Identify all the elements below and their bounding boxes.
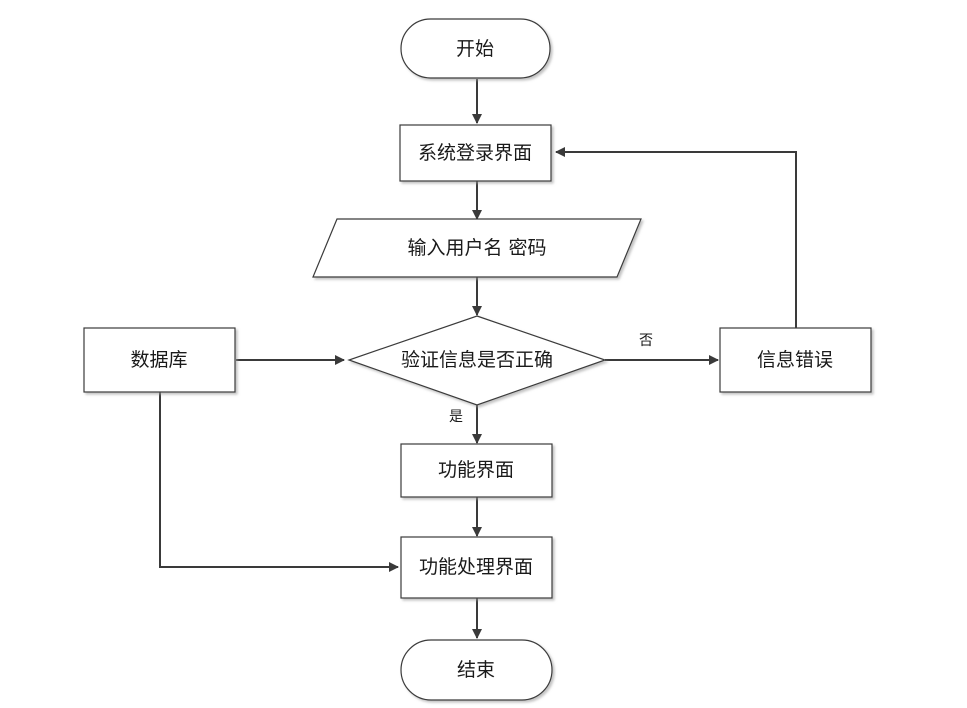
database-label: 数据库 <box>130 349 187 371</box>
verify-label: 验证信息是否正确 <box>401 349 553 371</box>
start-label: 开始 <box>456 38 494 60</box>
edges <box>159 79 797 639</box>
edge-label-no: 否 <box>639 333 653 349</box>
edge-database-process <box>159 392 399 572</box>
login-box <box>399 124 552 182</box>
error-label: 信息错误 <box>757 349 833 371</box>
input-label: 输入用户名 密码 <box>407 237 546 259</box>
input-parallelogram <box>312 218 642 278</box>
process-box <box>400 536 553 599</box>
verify-diamond <box>347 315 607 406</box>
function-box <box>400 443 553 498</box>
process-label: 功能处理界面 <box>419 556 533 578</box>
edge-error-login <box>555 147 797 328</box>
error-box <box>719 327 872 393</box>
database-box <box>83 327 236 393</box>
end-terminal <box>400 639 553 701</box>
end-label: 结束 <box>457 659 495 681</box>
function-label: 功能界面 <box>438 459 514 481</box>
start-terminal <box>400 18 551 79</box>
edge-label-yes: 是 <box>449 409 463 425</box>
login-label: 系统登录界面 <box>418 142 532 164</box>
nodes <box>83 18 872 701</box>
